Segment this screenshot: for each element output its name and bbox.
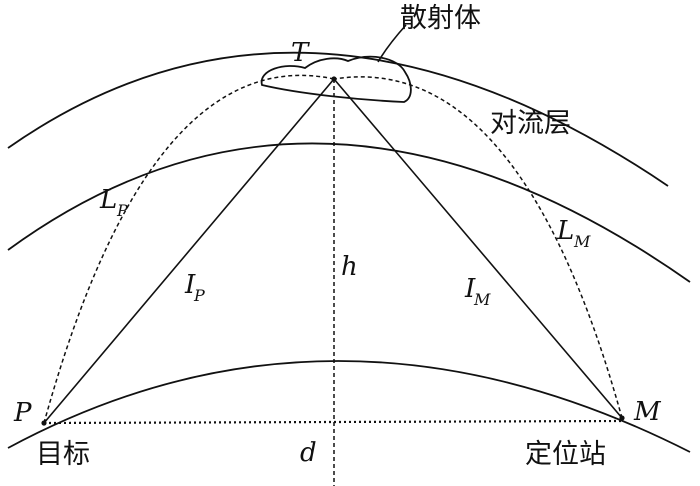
path-lp-subscript: P — [116, 201, 128, 220]
path-im-line — [333, 78, 623, 419]
path-lm-label: L — [556, 216, 574, 246]
path-lp-curve — [43, 74, 335, 424]
path-ip-subscript: P — [193, 286, 205, 305]
scatterer-label: 散射体 — [400, 3, 481, 34]
baseline-d — [43, 419, 623, 425]
target-label: 目标 — [36, 439, 90, 470]
point-m-marker — [619, 415, 625, 421]
scatterer-pointer — [377, 24, 407, 63]
path-lm-curve — [333, 76, 623, 419]
path-im-subscript: M — [473, 290, 491, 309]
path-ip-label: I — [184, 270, 196, 300]
path-im-label: I — [464, 274, 476, 304]
height-label: h — [341, 252, 358, 282]
distance-label: d — [300, 438, 317, 468]
path-lm-subscript: M — [573, 232, 591, 251]
path-ip-line — [43, 78, 335, 424]
point-t-marker — [331, 76, 337, 82]
point-p-label: P — [13, 398, 32, 428]
point-p-marker — [41, 420, 47, 426]
path-lp-label: L — [99, 185, 117, 215]
earth-surface-arc — [7, 360, 691, 453]
station-label: 定位站 — [525, 439, 606, 470]
troposphere-label: 对流层 — [490, 108, 571, 139]
scatterer-shape — [260, 55, 412, 103]
point-m-label: M — [633, 397, 662, 427]
troposphere-upper-arc — [7, 51, 669, 187]
point-t-label: T — [291, 38, 310, 68]
